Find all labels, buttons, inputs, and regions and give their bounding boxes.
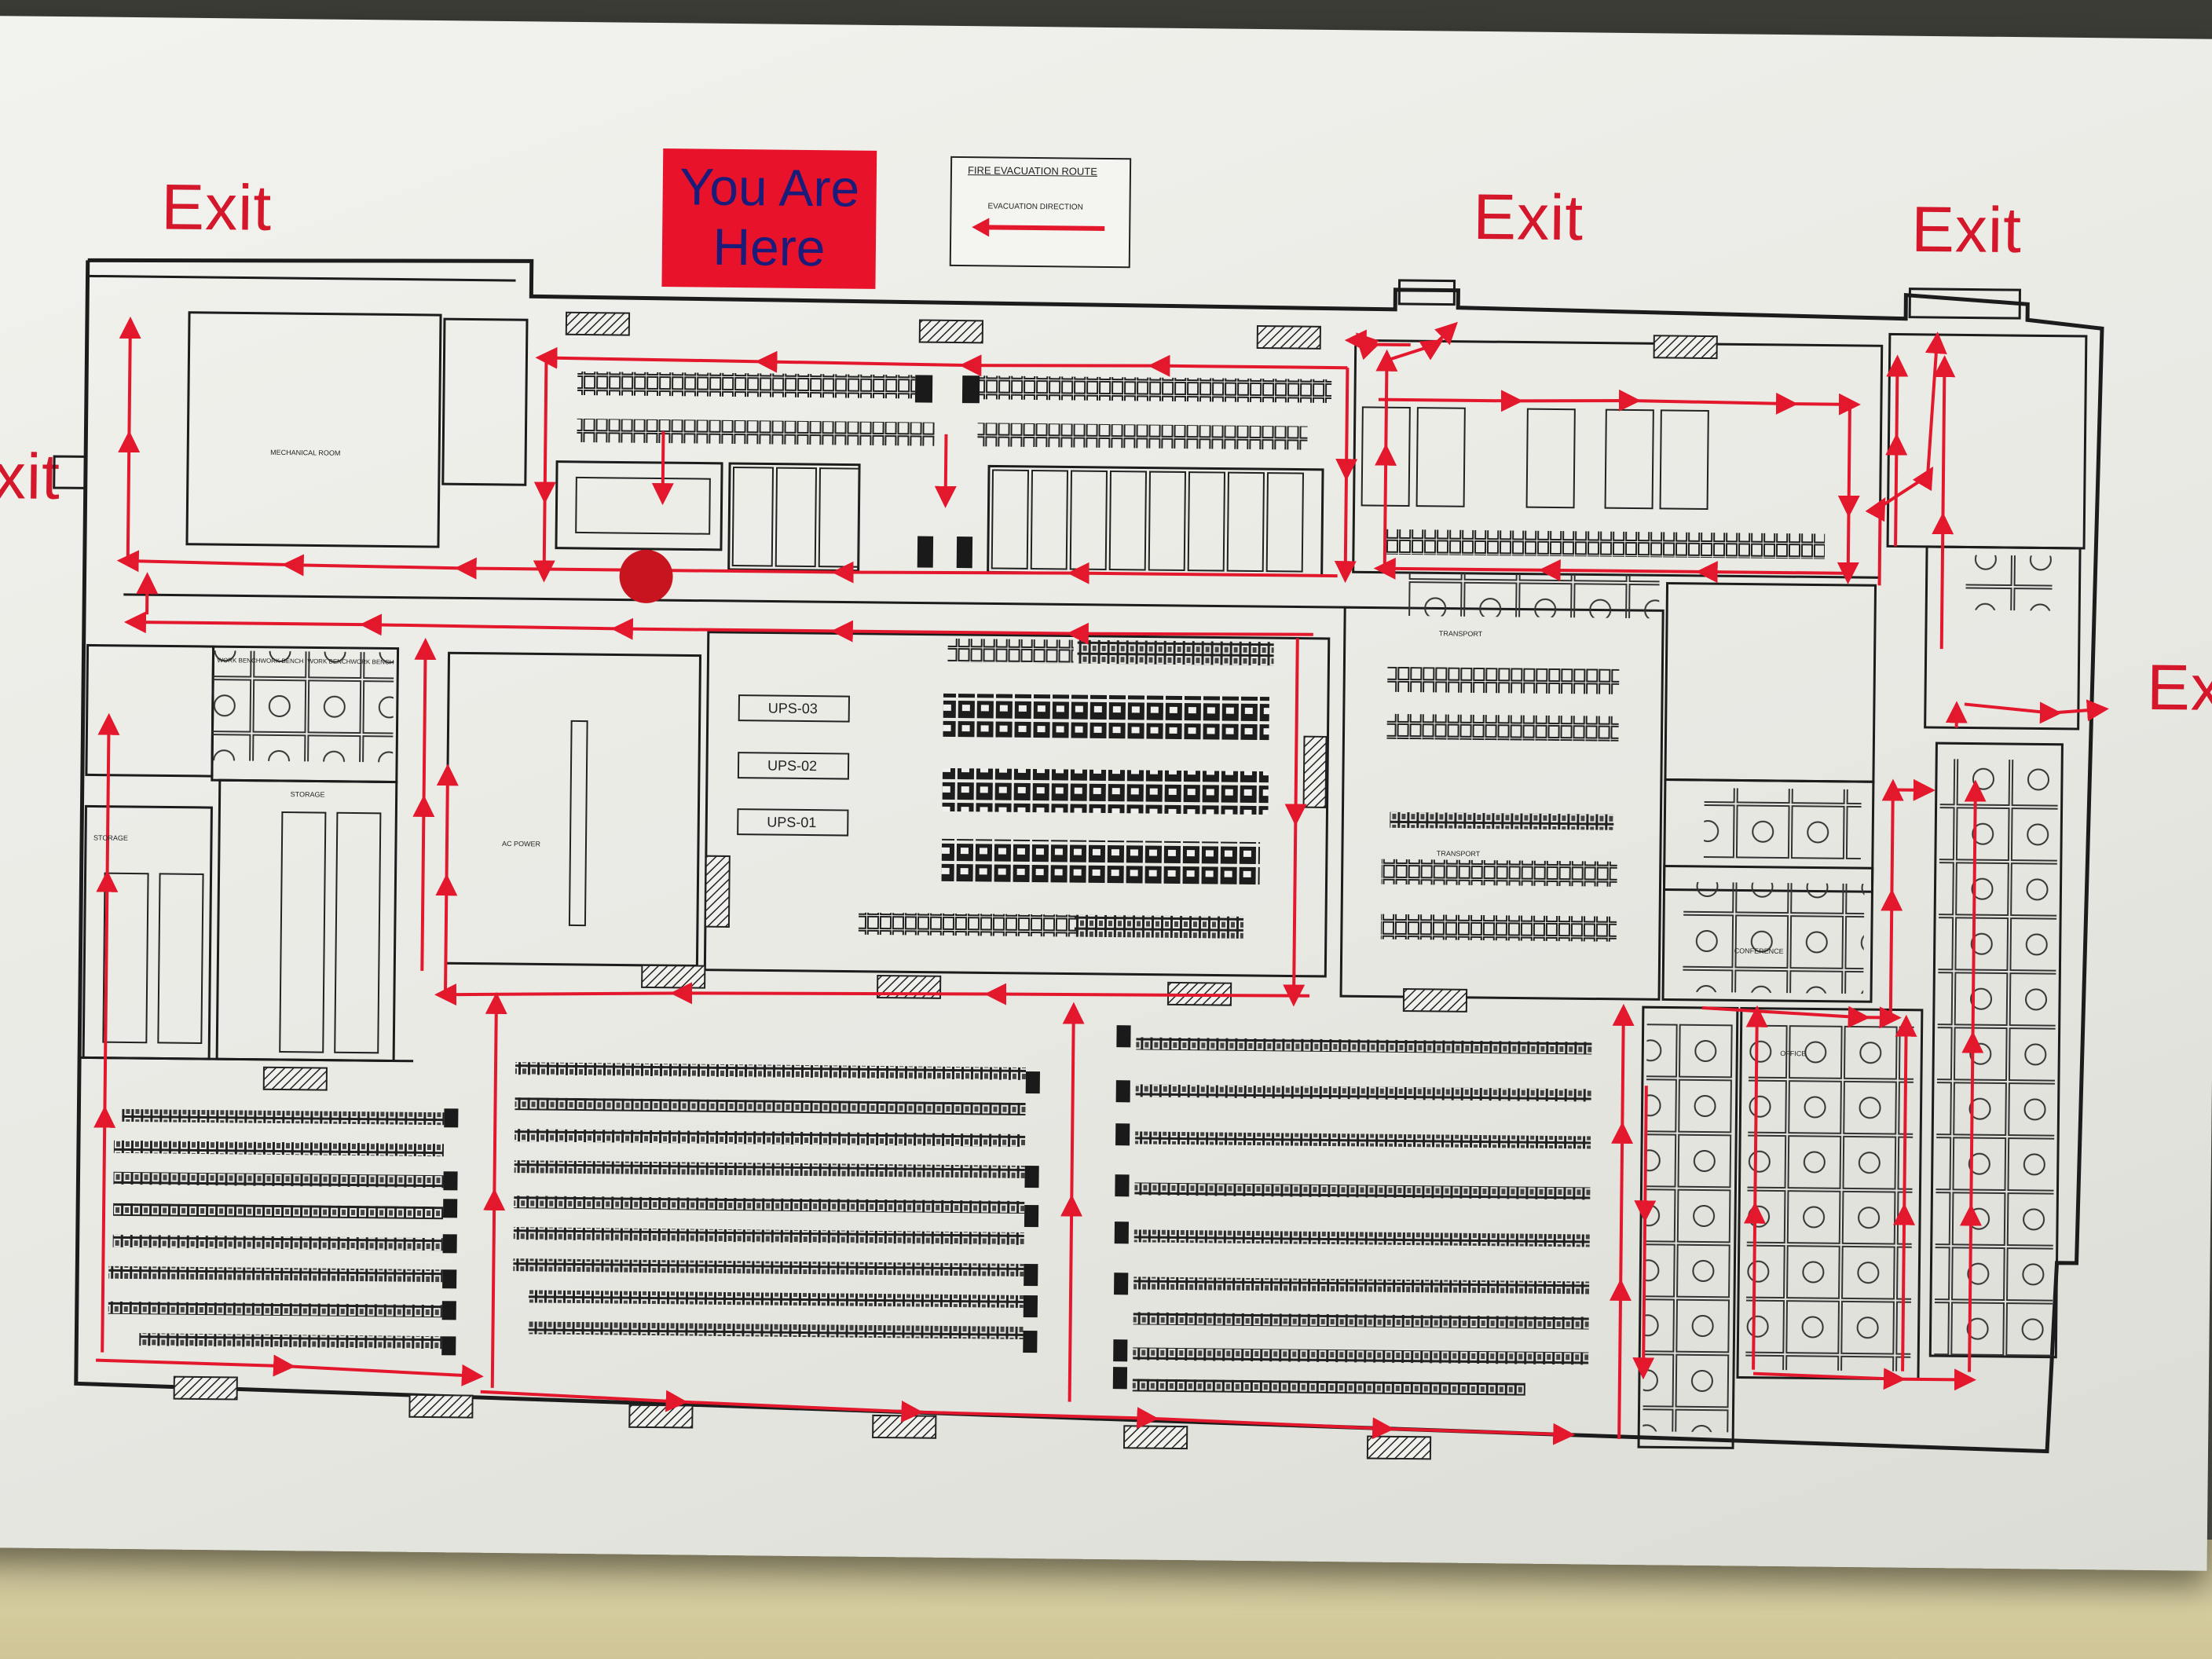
evacuation-placard: Exit Exit Exit xit Ex You Are Here FIRE … <box>0 16 2212 1571</box>
storage-label: STORAGE <box>93 834 128 842</box>
rack-rows-lower <box>108 1037 1592 1396</box>
storage-label-2: STORAGE <box>291 790 325 798</box>
ups-03-label: UPS-03 <box>768 700 818 716</box>
legend-arrow-icon <box>972 218 1105 237</box>
mechanical-room-label: MECHANICAL ROOM <box>270 449 340 457</box>
room-labels: UPS-03 UPS-02 UPS-01 MECHANICAL ROOM AC … <box>93 449 1806 1058</box>
floor-plan: UPS-03 UPS-02 UPS-01 MECHANICAL ROOM AC … <box>53 258 2109 1460</box>
cabinet-bays <box>102 406 1709 1054</box>
office-furniture <box>212 555 2059 1433</box>
office-label: OFFICE <box>1780 1049 1806 1057</box>
server-racks <box>577 371 1826 942</box>
ups-02-label: UPS-02 <box>767 757 817 774</box>
ups-01-label: UPS-01 <box>767 814 816 830</box>
transport-label: TRANSPORT <box>1439 629 1483 638</box>
transport-label-2: TRANSPORT <box>1437 849 1481 858</box>
interior-walls <box>79 311 2088 1449</box>
work-bench-label-3: WORK BENCH <box>307 657 350 665</box>
conference-label: CONFERENCE <box>1734 947 1784 955</box>
rack-row-end-caps <box>441 375 1131 1390</box>
work-bench-label: WORK BENCH <box>217 657 260 665</box>
building-outline <box>53 258 2104 1454</box>
work-bench-label-2: WORK BENCH <box>260 657 303 665</box>
legend-box: FIRE EVACUATION ROUTE EVACUATION DIRECTI… <box>949 156 1132 269</box>
you-are-here-marker <box>619 549 673 603</box>
ac-power-label: AC POWER <box>502 840 541 848</box>
work-bench-label-4: WORK BENCH <box>350 658 394 666</box>
